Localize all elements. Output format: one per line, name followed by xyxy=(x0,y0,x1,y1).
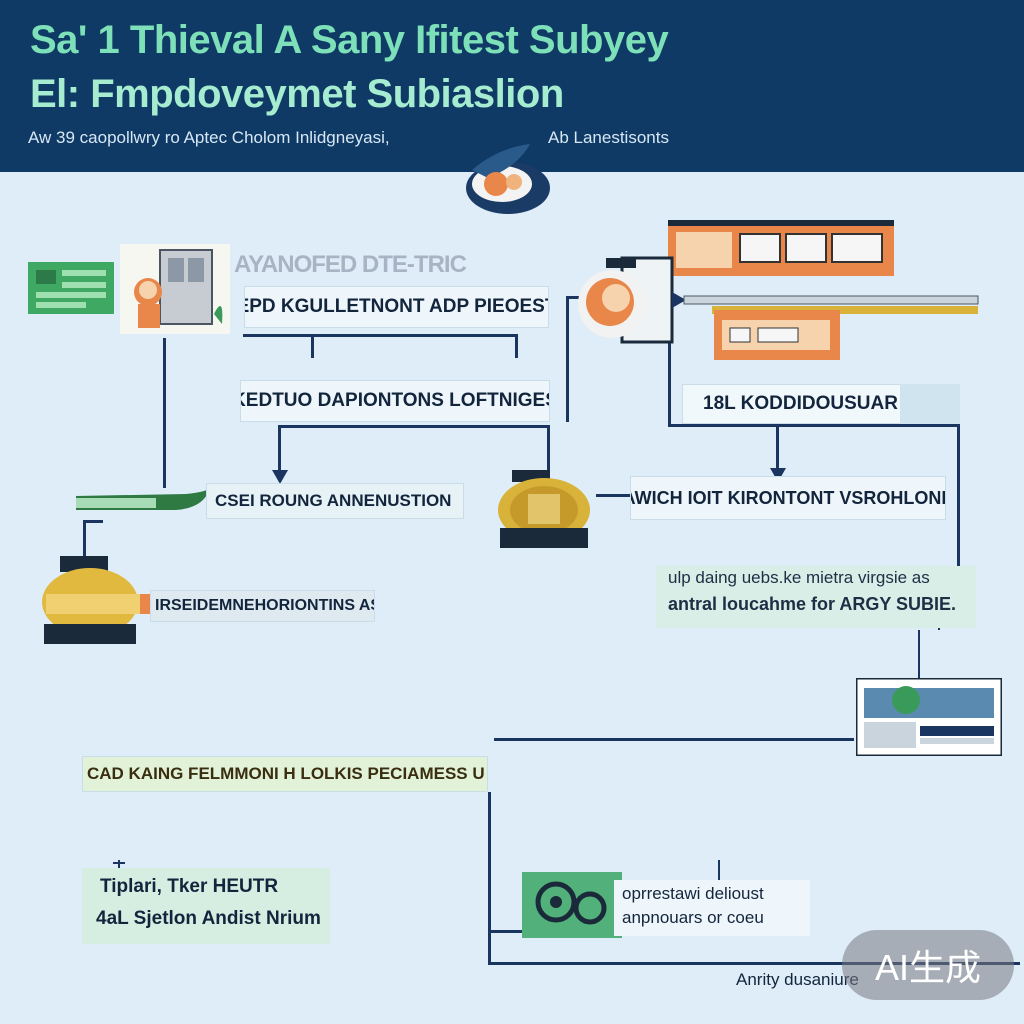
connector xyxy=(668,424,960,427)
header-banner xyxy=(0,0,1024,172)
connector xyxy=(957,424,960,570)
connector xyxy=(83,520,103,523)
connector xyxy=(547,425,550,480)
connector xyxy=(566,296,588,299)
connector xyxy=(718,860,720,884)
diagram-title-line2: El: Fmpdoveymet Subiaslion xyxy=(30,72,564,116)
person-head-icon xyxy=(578,256,674,344)
connector xyxy=(918,630,920,680)
subtitle-right: Ab Lanestisonts xyxy=(548,128,669,147)
note-line1: ulp daing uebs.ke mietra virgsie as xyxy=(668,568,930,587)
connector xyxy=(596,494,630,497)
footer-label: Anrity dusaniure xyxy=(736,970,859,989)
orange-panel-icon xyxy=(668,220,894,276)
note-line2: antral loucahme for ARGY SUBIE. xyxy=(668,594,957,614)
arrow-down xyxy=(272,470,288,484)
node-box-7: CAD KAING FELMMONI H LOLKIS PECIAMESS U xyxy=(82,756,488,792)
connector xyxy=(278,425,281,475)
box6-accent xyxy=(900,384,960,424)
diagram-title-line1: Sa' 1 Thieval A Sany Ifitest Subyey xyxy=(30,18,669,62)
node-box-1: EPD KGULLETNONT ADP PIEOEST xyxy=(244,286,549,328)
bird-logo-icon xyxy=(466,144,550,214)
node-box-2: KEDTUO DAPIONTONS LOFTNIGES xyxy=(240,380,550,422)
faded-heading: AYANOFED DTE-TRIC xyxy=(234,251,467,278)
server-machine-icon xyxy=(856,678,1002,756)
connector xyxy=(83,520,86,560)
connector xyxy=(566,296,569,422)
box9-line1: oprrestawi delioust xyxy=(622,884,764,903)
connector xyxy=(668,300,671,426)
gold-badge-icon xyxy=(42,556,152,644)
node-box-8 xyxy=(82,868,330,944)
box8-line1: Tiplari, Tker HEUTR xyxy=(100,876,279,897)
ruler-icon xyxy=(672,292,979,314)
connector xyxy=(494,738,854,741)
person-monitor-icon xyxy=(120,244,230,334)
box8-line2: 4aL Sjetlon Andist Nrium xyxy=(96,908,321,929)
leaf-banner-icon xyxy=(76,488,210,510)
connector xyxy=(113,862,125,864)
orange-panel-icon xyxy=(714,310,840,360)
gold-coin-icon xyxy=(498,470,590,548)
box9-line2: anpnouars or coeu xyxy=(622,908,764,927)
connector xyxy=(243,334,518,337)
connector xyxy=(488,962,1020,965)
node-box-3: CSEI ROUNG ANNENUSTION xyxy=(206,483,464,519)
node-box-4: IRSEIDEMNEHORIONTINS AS xyxy=(150,590,375,622)
ai-generated-badge: AI生成 xyxy=(842,930,1014,1000)
gears-icon xyxy=(522,872,622,938)
node-box-6: 18L KODDIDOUSUAR xyxy=(682,384,902,424)
connector xyxy=(311,334,314,358)
connector xyxy=(776,424,779,472)
node-box-5: AWICH IOIT KIRONTONT VSROHLONE xyxy=(630,476,946,520)
subtitle-left: Aw 39 caopollwry ro Aptec Cholom Inlidgn… xyxy=(28,128,390,147)
connector xyxy=(163,338,166,488)
connector xyxy=(488,930,522,933)
connector xyxy=(278,425,550,428)
node-box-9 xyxy=(614,880,810,936)
note-panel xyxy=(656,566,976,628)
connector xyxy=(488,792,491,965)
connector xyxy=(515,334,518,358)
circuit-board-icon xyxy=(28,262,114,314)
